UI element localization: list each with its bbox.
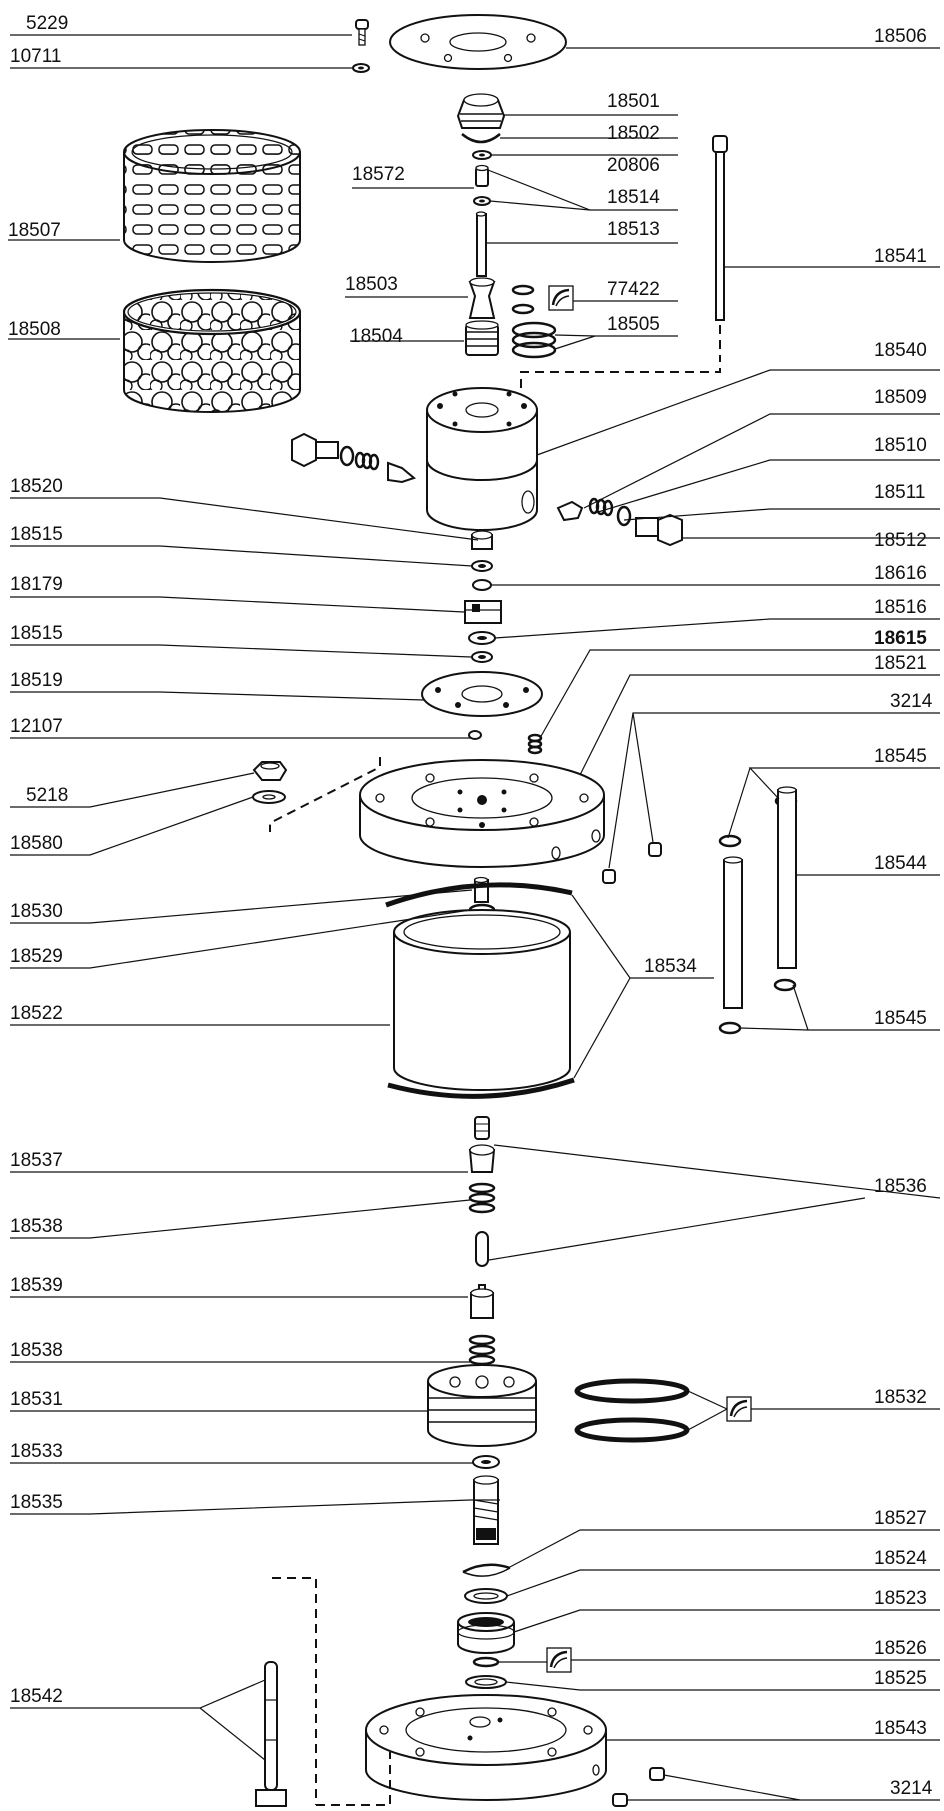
label-18507: 18507 [8,220,61,241]
valve-plate-drawing [421,671,543,740]
piston-drawing [465,277,499,356]
label-18539: 18539 [10,1275,63,1296]
label-18522: 18522 [10,1003,63,1024]
bottom-set-screws-drawing [612,1767,665,1807]
stem-drawing [473,164,491,277]
piston-rod-drawing [472,1455,500,1545]
label-18531: 18531 [10,1389,63,1410]
screw-drawing [352,19,370,73]
label-5229: 5229 [26,13,68,34]
label-18538-lower: 18538 [10,1340,63,1361]
label-77422: 77422 [607,279,660,300]
label-18510: 18510 [874,435,927,456]
label-18529: 18529 [10,946,63,967]
label-18504: 18504 [350,326,403,347]
label-10711: 10711 [10,46,61,67]
mesh-filter-drawing [122,288,302,413]
label-18508: 18508 [8,319,61,340]
tie-rods-drawing [718,786,798,1035]
base-plate-drawing [365,1694,607,1801]
label-18509: 18509 [874,387,927,408]
label-5218: 5218 [26,785,68,806]
label-18505: 18505 [607,314,660,335]
label-18536: 18536 [874,1176,927,1197]
label-18524: 18524 [874,1548,927,1569]
label-3214-upper: 3214 [890,691,933,712]
label-18541: 18541 [874,246,927,267]
part-number-labels: 5229 10711 18506 18501 18502 20806 18572… [8,13,933,1799]
label-18514: 18514 [607,187,660,208]
label-18545-upper: 18545 [874,746,927,767]
label-18502: 18502 [607,123,660,144]
label-18543: 18543 [874,1718,927,1739]
slotted-filter-drawing [123,129,301,263]
gland-seals-drawing [457,1563,572,1689]
label-20806: 20806 [607,155,660,176]
center-valve-parts-drawing [468,1116,496,1366]
label-18542: 18542 [10,1686,63,1707]
left-plug-drawing [291,432,417,484]
label-18516: 18516 [874,597,927,618]
label-18526: 18526 [874,1638,927,1659]
label-18615: 18615 [874,628,927,649]
label-18527: 18527 [874,1508,927,1529]
valve-body-drawing [426,387,538,531]
label-18580: 18580 [10,833,63,854]
label-18572: 18572 [352,164,405,185]
cylinder-drawing [385,882,575,1099]
small-spring-drawing [527,733,543,755]
label-18534: 18534 [644,956,697,977]
label-3214-lower: 3214 [890,1778,933,1799]
label-18530: 18530 [10,901,63,922]
nut-washer-drawing [252,757,381,832]
long-bolt-top-drawing [520,135,728,392]
label-12107: 12107 [10,716,63,737]
label-18515-upper: 18515 [10,524,63,545]
label-18540: 18540 [874,340,927,361]
label-18179: 18179 [10,574,63,595]
cylinder-head-drawing [359,759,605,868]
valve-stack-drawing [464,530,502,663]
leader-lines [8,34,941,1801]
label-18521: 18521 [874,653,927,674]
long-bolt-bottom-drawing [255,1577,391,1807]
label-18511: 18511 [874,482,925,503]
label-18535: 18535 [10,1492,63,1513]
label-18532: 18532 [874,1387,927,1408]
label-18501: 18501 [607,91,660,112]
label-18616: 18616 [874,563,927,584]
main-piston-drawing [427,1364,752,1447]
label-18523: 18523 [874,1588,927,1609]
label-18519: 18519 [10,670,63,691]
label-18503: 18503 [345,274,398,295]
label-18545-lower: 18545 [874,1008,927,1029]
set-screws-drawing [602,842,662,884]
label-18537: 18537 [10,1150,63,1171]
top-plate-drawing [389,14,567,70]
label-18515-lower: 18515 [10,623,63,644]
label-18538-upper: 18538 [10,1216,63,1237]
valve-head-drawing [456,93,506,160]
seal-rings-drawing [511,284,574,359]
label-18525: 18525 [874,1668,927,1689]
label-18506: 18506 [874,26,927,47]
label-18513: 18513 [607,219,660,240]
label-18520: 18520 [10,476,63,497]
label-18533: 18533 [10,1441,63,1462]
label-18544: 18544 [874,853,927,874]
label-18512: 18512 [874,530,927,551]
